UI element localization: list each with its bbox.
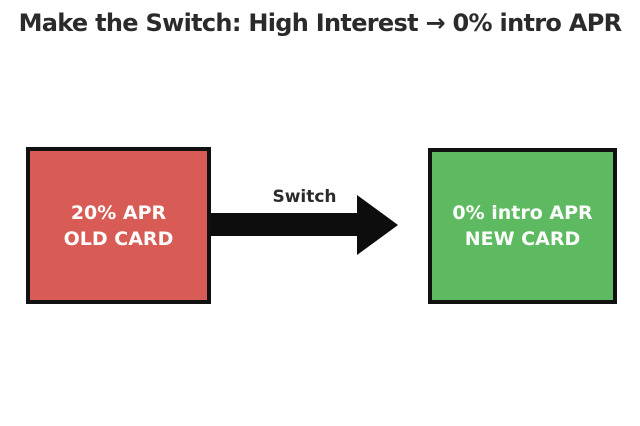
old-card-box: 20% APR OLD CARD bbox=[26, 147, 211, 304]
old-card-line1: 20% APR bbox=[70, 201, 167, 224]
new-card-text: 0% intro APR NEW CARD bbox=[452, 200, 592, 252]
page-title: Make the Switch: High Interest → 0% intr… bbox=[18, 9, 622, 37]
new-card-line2: NEW CARD bbox=[464, 228, 581, 250]
new-card-box: 0% intro APR NEW CARD bbox=[428, 148, 617, 304]
old-card-text: 20% APR OLD CARD bbox=[64, 200, 174, 252]
old-card-line2: OLD CARD bbox=[63, 227, 174, 250]
switch-arrow-head-icon bbox=[357, 195, 398, 255]
switch-arrow-label: Switch bbox=[272, 187, 337, 207]
new-card-line1: 0% intro APR bbox=[452, 202, 593, 224]
switch-arrow-stem bbox=[211, 213, 358, 236]
